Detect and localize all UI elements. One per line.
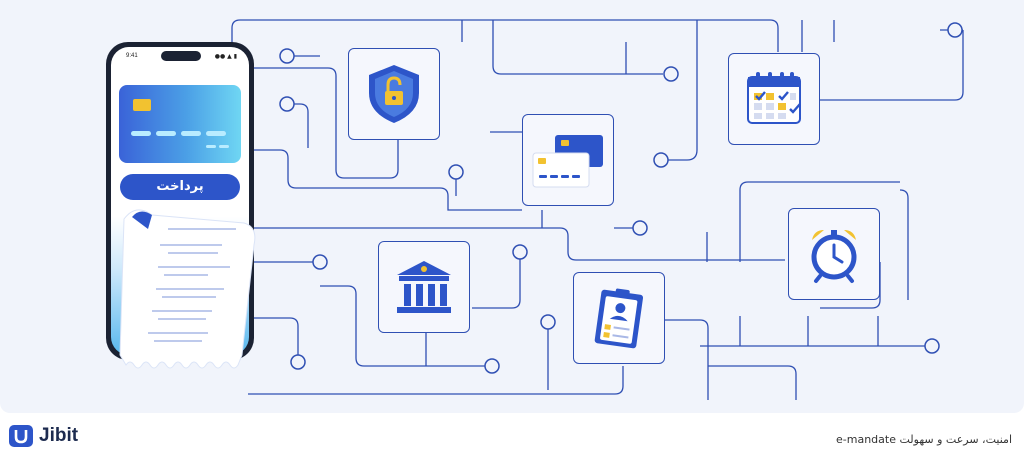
card-number (131, 131, 226, 136)
payment-card (119, 85, 241, 163)
brand-logo[interactable]: Jibit (9, 425, 78, 447)
credit-card-icon (532, 135, 603, 188)
status-icons: ●● ▲ ▮ (214, 53, 237, 60)
phone-notch (161, 51, 201, 61)
bank-icon (397, 261, 451, 313)
alarm-clock-icon (811, 230, 857, 283)
card-expiry (206, 145, 229, 148)
jibit-logo-icon (9, 425, 33, 447)
id-clipboard-icon (594, 288, 644, 349)
card-tile (522, 114, 614, 206)
hero-banner: 9:41 ●● ▲ ▮ پرداخت (0, 0, 1024, 413)
pay-button[interactable]: پرداخت (120, 174, 240, 200)
card-chip-icon (133, 99, 151, 111)
calendar-icon (747, 72, 801, 124)
bank-tile (378, 241, 470, 333)
lock-shield-icon (369, 65, 419, 123)
status-time: 9:41 (126, 53, 138, 59)
document-tile (573, 272, 665, 364)
calendar-tile (728, 53, 820, 145)
clock-tile (788, 208, 880, 300)
receipt-icon (119, 209, 256, 369)
circuit-lines (231, 19, 964, 400)
lock-tile (348, 48, 440, 140)
brand-name: Jibit (39, 425, 79, 446)
tagline: امنیت، سرعت و سهولت e-mandate (836, 433, 1012, 446)
